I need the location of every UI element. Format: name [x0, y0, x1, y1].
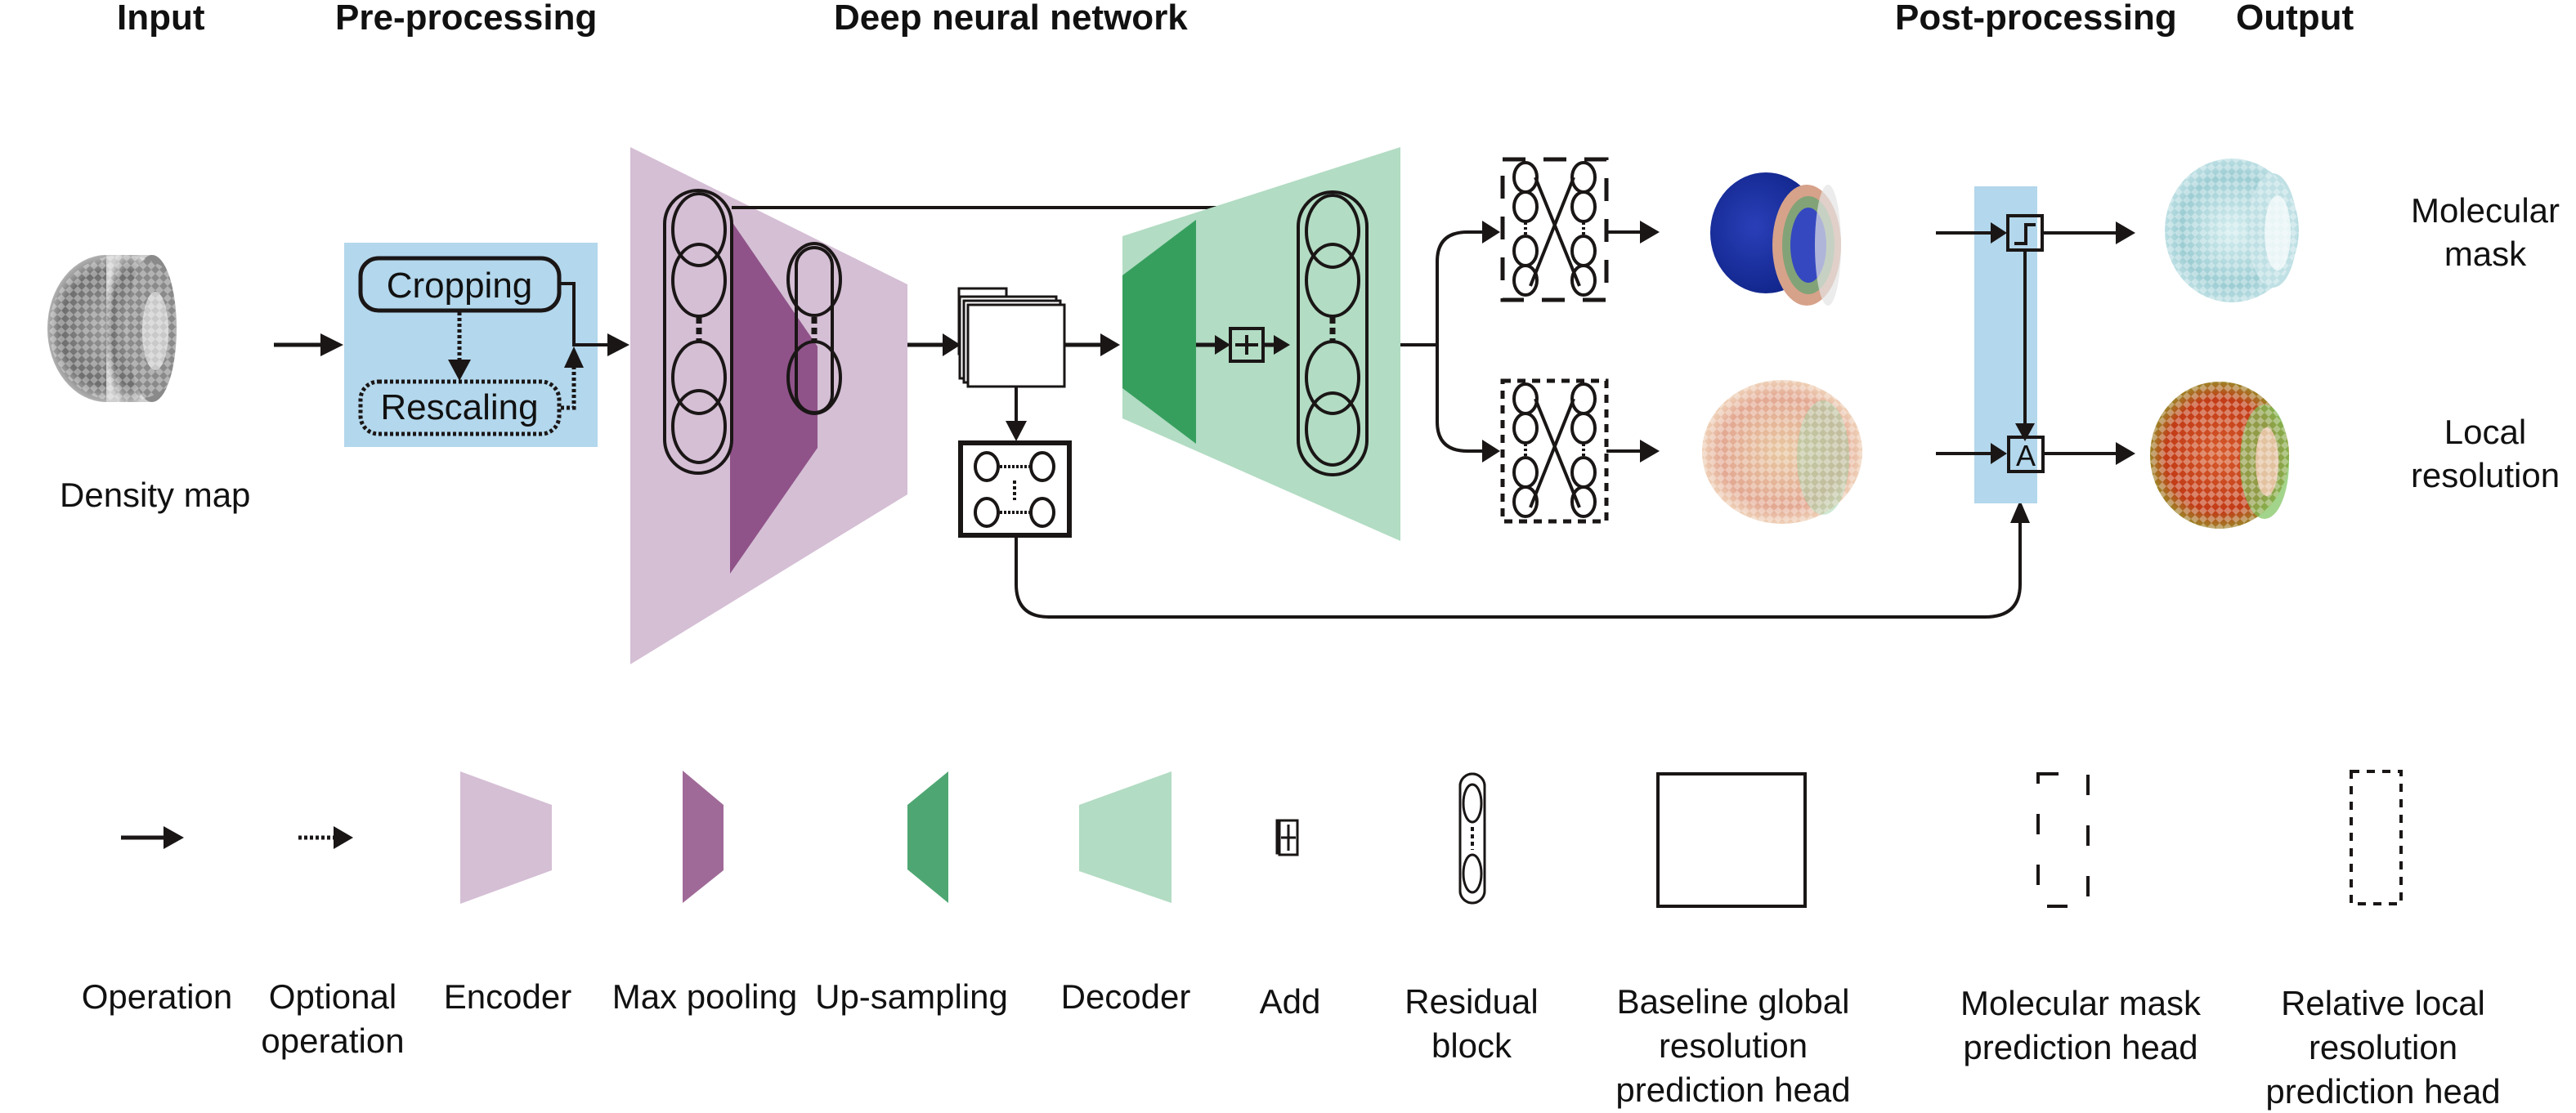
legend-add-label: Add: [1260, 982, 1321, 1021]
header-postprocessing: Post-processing: [1895, 0, 2177, 38]
max-pooling-shape: [730, 219, 818, 574]
legend-residual-label-line1: Residual: [1404, 982, 1538, 1021]
arrowhead: [334, 826, 353, 849]
arrowhead: [1274, 335, 1290, 355]
branch-connector: [1400, 230, 1484, 453]
cropping-box: [358, 256, 562, 313]
legend-optional-label-line1: Optional: [269, 977, 396, 1016]
arrowhead: [164, 826, 184, 849]
legend-local-head-icon: [2350, 770, 2403, 905]
arrowhead: [1991, 443, 2007, 464]
density-map-image: [47, 255, 196, 402]
legend-encoder-icon: [460, 771, 552, 904]
molecular-mask-output-image: [2165, 159, 2299, 302]
relative-local-resolution-prediction-head: [1500, 378, 1609, 524]
arrowhead: [564, 346, 584, 368]
arrowhead: [1215, 335, 1230, 355]
arrowhead: [1991, 222, 2007, 244]
header-preprocessing: Pre-processing: [335, 0, 597, 38]
arrowhead: [1482, 221, 1500, 244]
header-output: Output: [2236, 0, 2354, 38]
residual-block-encoder-2: [786, 242, 842, 415]
cropping-label: Cropping: [387, 266, 533, 306]
legend-mask-head-icon: [2036, 772, 2090, 908]
arrowhead: [448, 360, 471, 381]
baseline-global-resolution-head: [958, 440, 1072, 538]
legend-mask-label-line1: Molecular mask: [1960, 984, 2202, 1022]
legend-add-icon: [1275, 819, 1299, 856]
arrowhead: [1640, 440, 1660, 463]
rescaling-label: Rescaling: [380, 387, 538, 427]
arrowhead: [2015, 423, 2035, 441]
residual-block-decoder: [1297, 190, 1369, 476]
legend-encoder-label: Encoder: [444, 977, 571, 1016]
legend-max-pooling-label: Max pooling: [612, 977, 797, 1016]
legend-optional-label-line2: operation: [261, 1021, 404, 1060]
header-deep-neural-network: Deep neural network: [834, 0, 1188, 38]
molecular-mask-prediction-head: [1500, 157, 1609, 302]
arrowhead: [1640, 221, 1660, 244]
legend-local-label-line3: prediction head: [2265, 1072, 2500, 1111]
density-map-label: Density map: [60, 476, 250, 514]
output-mask-label-line2: mask: [2444, 235, 2527, 273]
legend-max-pooling-icon: [683, 771, 724, 903]
arrowhead: [1100, 333, 1120, 356]
legend-baseline-head-icon: [1656, 772, 1807, 908]
optional-connector-rescaling-out: [561, 368, 576, 410]
arrowhead: [1006, 421, 1027, 441]
output-local-label-line2: resolution: [2411, 456, 2560, 494]
local-resolution-output-image: [2150, 382, 2289, 529]
apply-symbol: A: [2016, 439, 2036, 472]
legend-residual-label-line2: block: [1431, 1026, 1512, 1065]
arrowhead: [943, 333, 961, 356]
preprocessing-panel: [344, 243, 598, 447]
arrowhead: [1482, 440, 1500, 463]
arrowhead: [607, 333, 629, 356]
legend-upsampling-label: Up-sampling: [815, 977, 1008, 1016]
legend-operation-label: Operation: [82, 977, 232, 1016]
connector-baseline-to-apply: [1015, 523, 2022, 619]
legend-local-label-line1: Relative local: [2281, 984, 2485, 1022]
arrowhead: [2010, 500, 2030, 523]
legend-upsampling-icon: [907, 771, 948, 903]
arrowhead: [320, 333, 343, 356]
legend-baseline-label-line3: prediction head: [1615, 1071, 1850, 1109]
arrowhead: [2116, 442, 2135, 465]
feature-maps-stack: [957, 287, 1066, 388]
legend-baseline-label-line1: Baseline global: [1617, 982, 1850, 1021]
legend-decoder-label: Decoder: [1061, 977, 1191, 1016]
output-local-label-line1: Local: [2444, 413, 2526, 451]
legend-mask-label-line2: prediction head: [1963, 1028, 2197, 1066]
upsampling-shape: [1122, 220, 1196, 444]
rescaling-box: [358, 379, 562, 436]
mask-probability-map-image: [1710, 172, 1841, 306]
residual-block-encoder-1: [663, 189, 733, 475]
legend-baseline-label-line2: resolution: [1659, 1026, 1808, 1065]
legend: Operation Optional operation Encoder Max…: [82, 770, 2501, 1111]
legend-local-label-line2: resolution: [2309, 1028, 2457, 1066]
output-mask-label-line1: Molecular: [2411, 191, 2560, 230]
connector-cropping-out: [561, 282, 621, 346]
header-input: Input: [117, 0, 205, 38]
arrowhead: [2116, 221, 2135, 244]
legend-decoder-icon: [1079, 771, 1172, 903]
legend-residual-block-icon: [1458, 772, 1486, 905]
local-resolution-raw-image: [1702, 380, 1862, 524]
